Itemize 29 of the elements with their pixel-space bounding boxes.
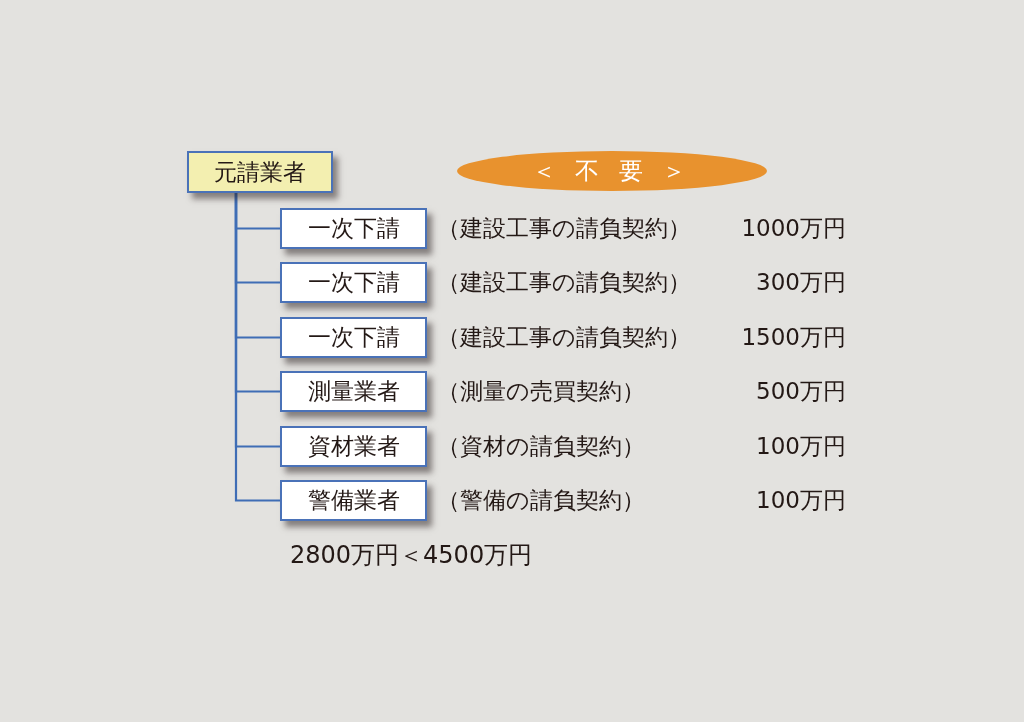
contract-type: （測量の売買契約） [437, 379, 645, 403]
node-label: 警備業者 [307, 489, 400, 512]
contract-type: （警備の請負契約） [437, 488, 645, 512]
node-label: 測量業者 [307, 380, 400, 403]
amount: 100万円 [756, 488, 846, 512]
subcontractor-box [280, 208, 427, 249]
connector-line [234, 193, 280, 502]
amount: 1000万円 [741, 216, 846, 240]
contract-type: （資材の請負契約） [437, 434, 645, 458]
total-comparison: 2800万円＜4500万円 [290, 543, 533, 567]
subcontractor-box [280, 371, 427, 412]
subcontractor-box [280, 480, 427, 521]
amount: 100万円 [756, 434, 846, 458]
node-label: 一次下請 [307, 217, 400, 240]
subcontractor-box [280, 317, 427, 358]
amount: 300万円 [756, 270, 846, 294]
node-label: 資材業者 [307, 435, 400, 458]
contract-type: （建設工事の請負契約） [437, 216, 691, 240]
node-label: 一次下請 [307, 271, 400, 294]
node-label: 一次下請 [307, 326, 400, 349]
subcontractor-box [280, 426, 427, 467]
amount: 500万円 [756, 379, 846, 403]
contractor-box [187, 151, 333, 193]
node-label: 元請業者 [214, 160, 306, 184]
subcontractor-box [280, 262, 427, 303]
contract-type: （建設工事の請負契約） [437, 270, 691, 294]
node-label: ＜ 不 要 ＞ [531, 159, 693, 183]
contract-type: （建設工事の請負契約） [437, 325, 691, 349]
amount: 1500万円 [741, 325, 846, 349]
